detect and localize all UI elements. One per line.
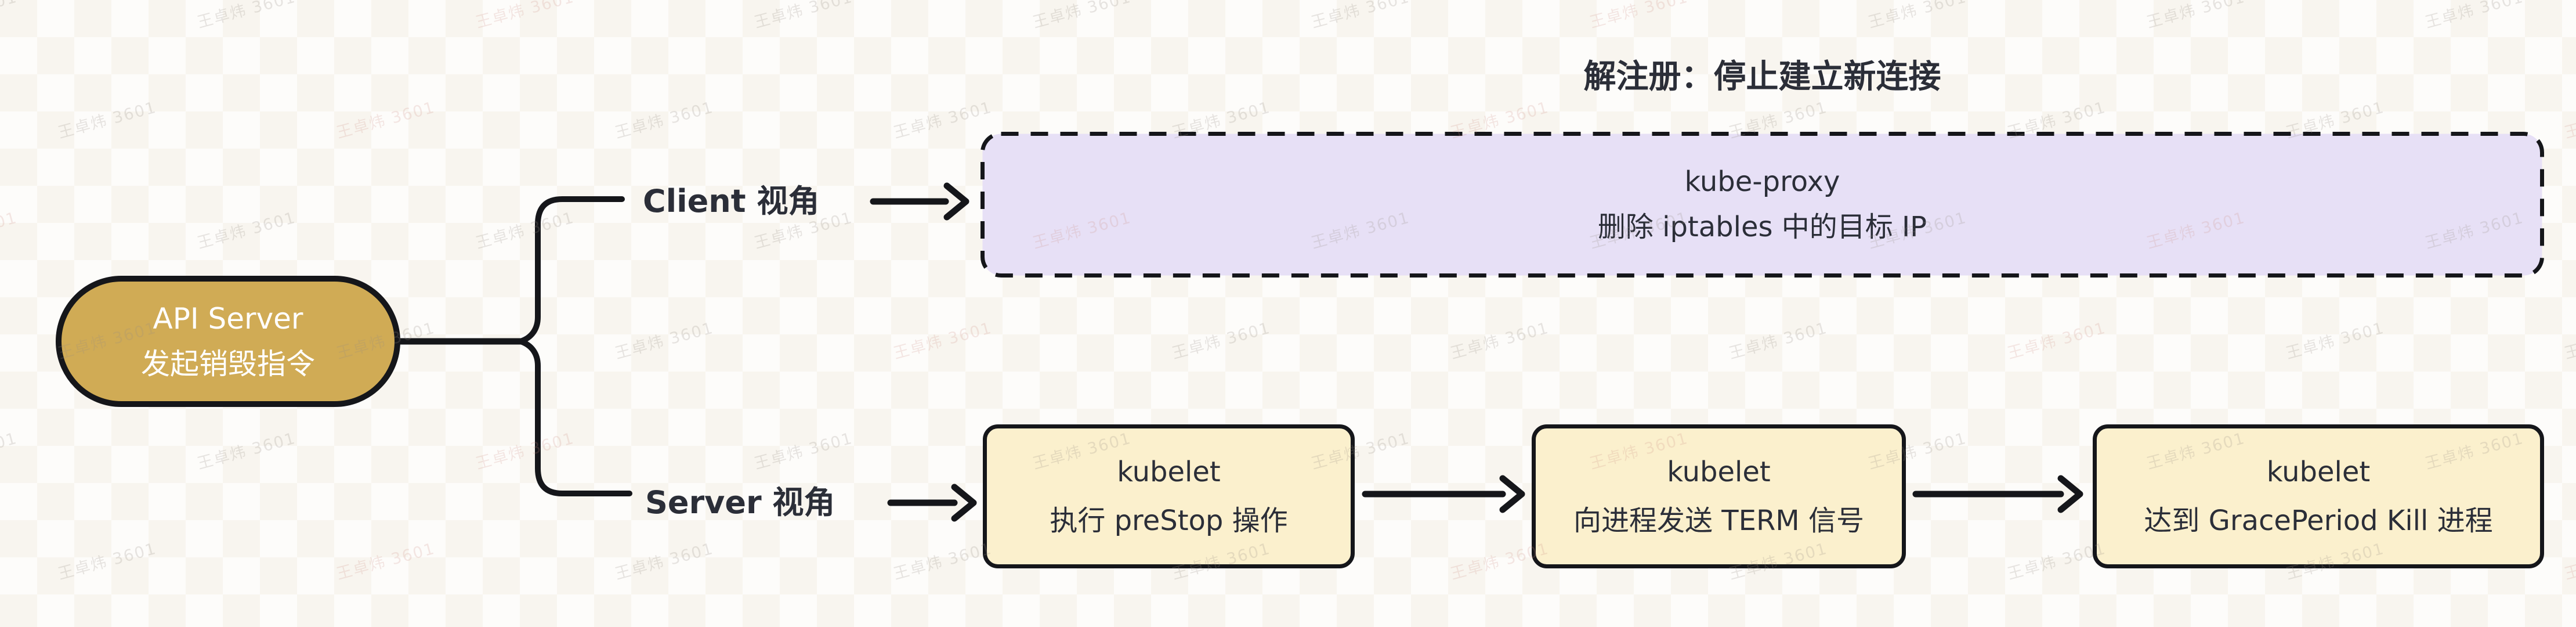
server-step-2-title: kubelet xyxy=(1667,456,1771,488)
server-branch-connector xyxy=(518,338,632,496)
client-node-outline xyxy=(981,132,2544,278)
step2-step3-arrow-head xyxy=(2057,475,2083,513)
server-step-1: kubelet 执行 preStop 操作 xyxy=(983,424,1355,568)
step1-step2-arrow-head xyxy=(1499,475,1525,513)
client-branch-connector xyxy=(518,196,625,344)
server-step-3-subtitle: 达到 GracePeriod Kill 进程 xyxy=(2144,505,2493,537)
client-branch-label: Client 视角 xyxy=(643,183,820,219)
client-node: kube-proxy 删除 iptables 中的目标 IP xyxy=(981,134,2544,275)
server-step-1-subtitle: 执行 preStop 操作 xyxy=(1050,505,1288,537)
server-step-3-title: kubelet xyxy=(2266,456,2371,488)
server-arrow-head xyxy=(951,484,977,522)
client-node-subtitle: 删除 iptables 中的目标 IP xyxy=(1597,211,1927,243)
client-node-title: kube-proxy xyxy=(1684,165,1840,198)
server-step-2-subtitle: 向进程发送 TERM 信号 xyxy=(1573,505,1864,537)
root-node: API Server 发起销毁指令 xyxy=(56,276,400,407)
client-annotation: 解注册：停止建立新连接 xyxy=(1583,58,1941,96)
root-node-title: API Server xyxy=(153,302,303,336)
server-step-3: kubelet 达到 GracePeriod Kill 进程 xyxy=(2093,424,2544,568)
server-branch-label: Server 视角 xyxy=(645,484,835,521)
server-step-1-title: kubelet xyxy=(1117,456,1221,488)
client-arrow-head xyxy=(943,182,969,221)
server-step-2: kubelet 向进程发送 TERM 信号 xyxy=(1532,424,1906,568)
root-node-subtitle: 发起销毁指令 xyxy=(141,347,315,381)
